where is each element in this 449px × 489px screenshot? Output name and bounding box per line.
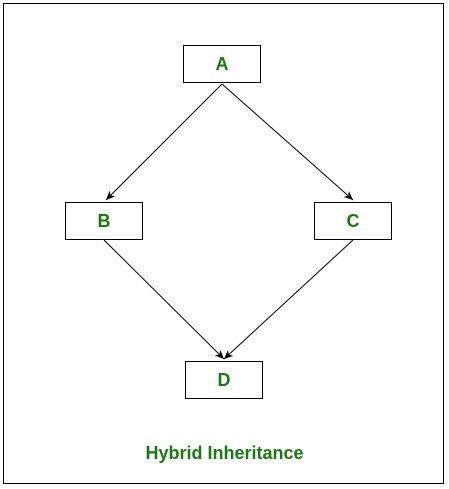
node-a-label: A	[215, 53, 229, 74]
diagram-caption: Hybrid Inheritance	[145, 443, 304, 463]
node-b: B	[65, 202, 143, 240]
node-c-label: C	[346, 210, 360, 231]
node-d: D	[185, 361, 263, 399]
node-a: A	[183, 45, 261, 83]
node-d-label: D	[217, 369, 231, 390]
node-c: C	[314, 202, 392, 240]
node-b-label: B	[97, 210, 111, 231]
